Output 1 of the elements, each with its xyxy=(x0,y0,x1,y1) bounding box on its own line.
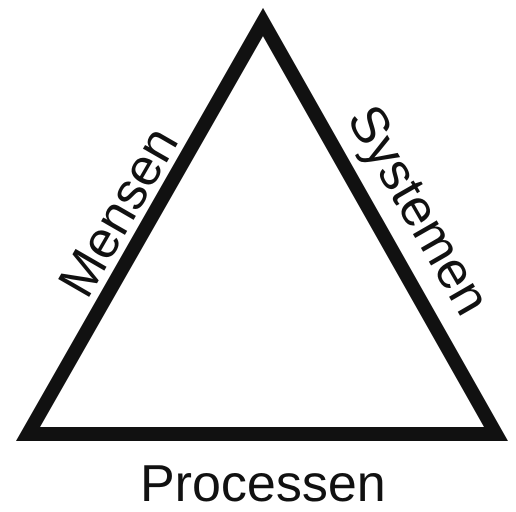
side-label: Processen xyxy=(140,458,386,510)
